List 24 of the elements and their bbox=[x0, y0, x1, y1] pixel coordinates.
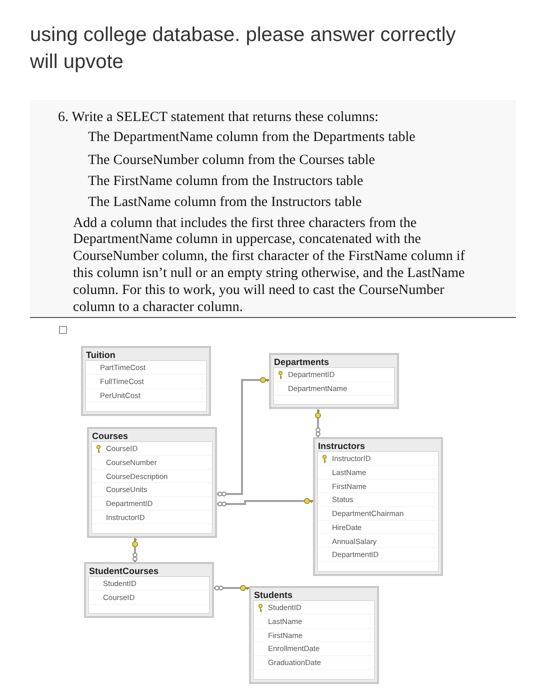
table-box bbox=[313, 437, 443, 576]
table-name: Departments bbox=[274, 356, 330, 368]
relationship-line bbox=[132, 538, 138, 562]
table-box bbox=[81, 346, 211, 416]
relationship-line bbox=[217, 376, 270, 496]
relationship-line bbox=[214, 584, 250, 592]
question-heading: using college database. please answer correctly will upvote bbox=[30, 23, 457, 75]
table-box bbox=[87, 427, 217, 538]
requirement-line: The FirstName column from the Instructors table bbox=[88, 174, 364, 190]
table-name: Students bbox=[254, 589, 293, 601]
table-box bbox=[269, 353, 399, 410]
table-name: Courses bbox=[92, 430, 128, 442]
requirement-line: The DepartmentName column from the Departments table bbox=[88, 130, 416, 146]
relationship-line bbox=[314, 408, 322, 437]
table-name: Instructors bbox=[318, 440, 366, 452]
table-name: StudentCourses bbox=[89, 565, 159, 577]
exercise-prompt: 6. Write a SELECT statement that returns these columns: bbox=[58, 110, 378, 126]
table-box bbox=[249, 586, 379, 684]
instruction-paragraph: Add a column that includes the first three characters from the DepartmentName column in uppercase, concatenated with the CourseNumber column, the first character of the FirstName column if this column isn’t null or an empty string otherwise, and the LastName column. For this to work, you will need to cast the CourseNumber column to a character column. bbox=[73, 216, 466, 316]
relationship-line bbox=[217, 498, 314, 506]
requirement-line: The CourseNumber column from the Courses table bbox=[88, 152, 375, 170]
table-name: Tuition bbox=[86, 349, 116, 361]
table-box bbox=[84, 562, 214, 618]
requirement-line: The LastName column from the Instructors table bbox=[88, 194, 362, 212]
